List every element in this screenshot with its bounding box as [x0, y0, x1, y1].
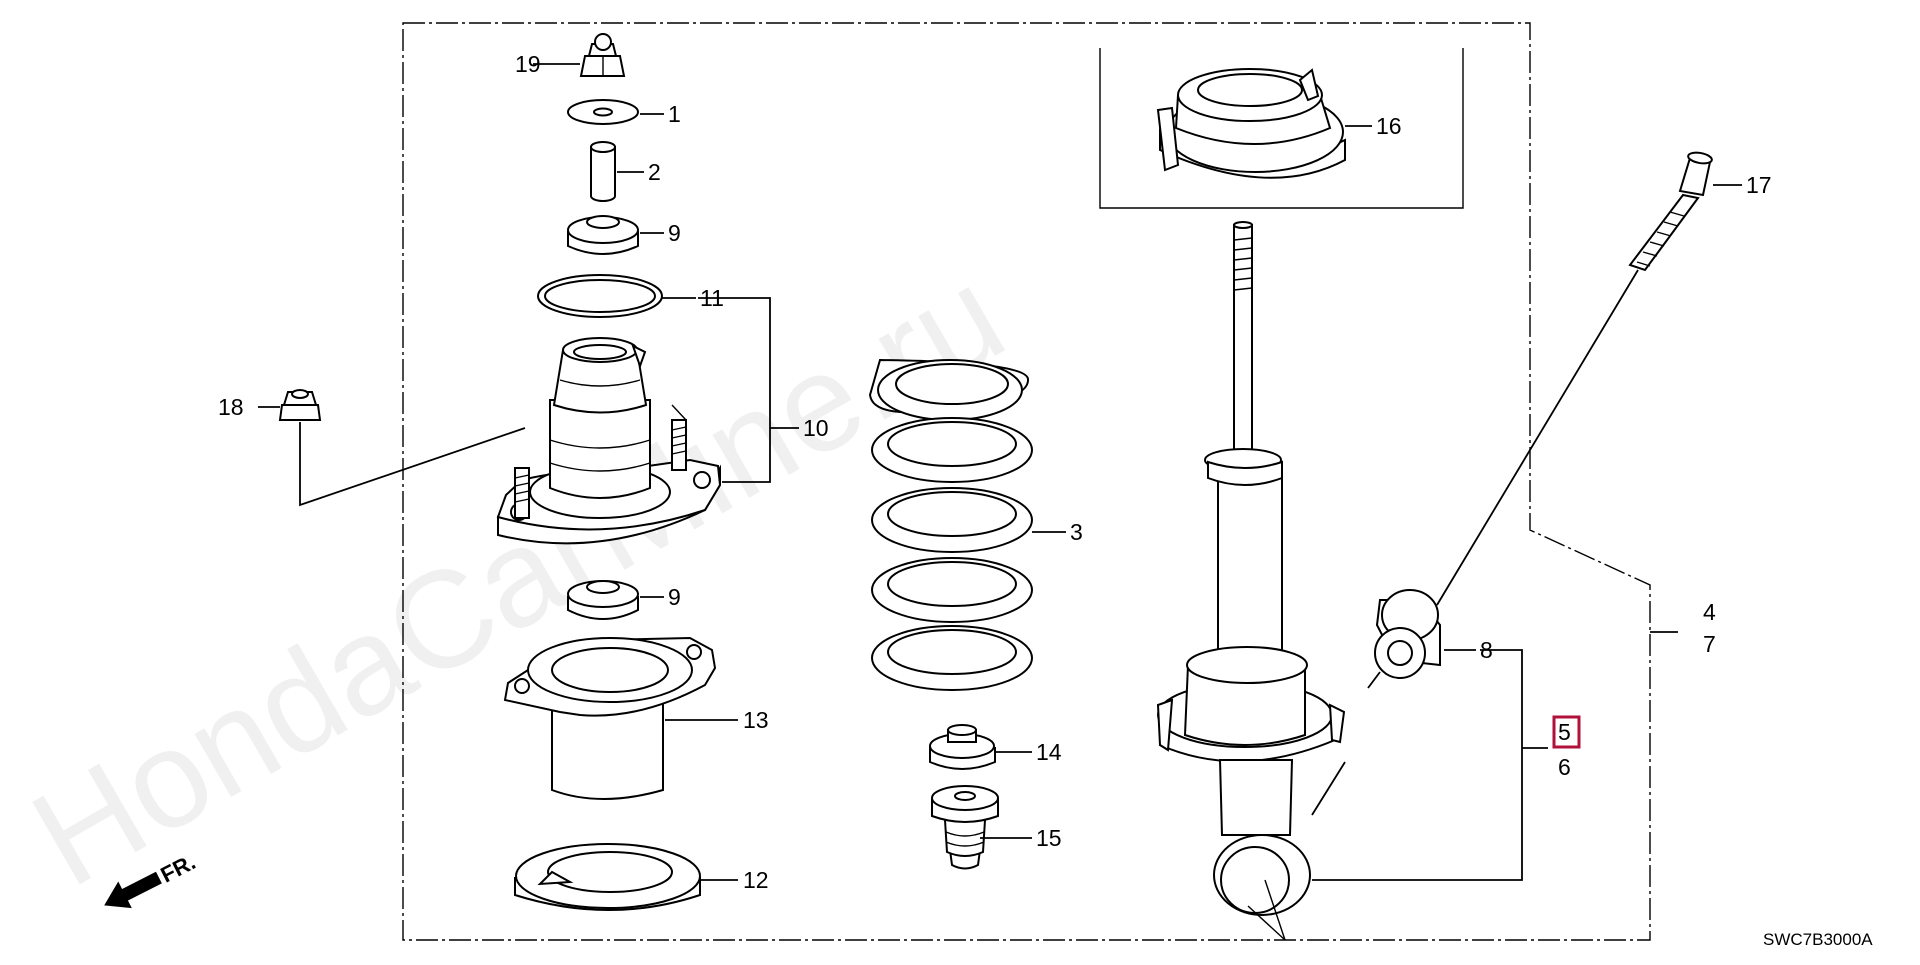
callout-13: 13: [743, 707, 769, 733]
callout-5: 5: [1558, 719, 1571, 745]
callout-4: 4: [1703, 599, 1716, 625]
mount-base-10: [496, 337, 722, 545]
assembly-frame: [402, 22, 1651, 941]
bolt-17: [1628, 151, 1713, 272]
dust-cover-16: [1156, 68, 1346, 179]
spring-seat-13: [503, 636, 717, 800]
callout-15: 15: [1036, 825, 1062, 851]
callout-1: 1: [668, 101, 681, 127]
callout-8: 8: [1480, 637, 1493, 663]
highlight-box: [1552, 715, 1581, 749]
bushing-8: [1374, 589, 1441, 679]
callout-14: 14: [1036, 739, 1062, 765]
callout-6: 6: [1558, 754, 1571, 780]
spring-seat-12: [514, 843, 701, 911]
washer-1: [567, 99, 639, 125]
callout-9-upper: 9: [668, 220, 681, 246]
strut-5: [1156, 221, 1346, 941]
o-ring-11: [537, 274, 663, 318]
callout-10: 10: [803, 415, 829, 441]
callout-7: 7: [1703, 631, 1716, 657]
leader-lines: [258, 63, 1742, 881]
watermark: HondaCarMine.ru: [8, 238, 1028, 916]
watermark-text: HondaCarMine.ru: [8, 238, 1028, 916]
collar-2: [590, 141, 616, 202]
bump-rubber-14: [929, 724, 996, 770]
nut-19: [579, 33, 626, 77]
callout-3: 3: [1070, 519, 1083, 545]
callout-18: 18: [218, 394, 244, 420]
callout-12: 12: [743, 867, 769, 893]
diagram-code: SWC7B3000A: [1763, 930, 1873, 949]
inset-box: [1099, 48, 1464, 209]
callout-17: 17: [1746, 172, 1772, 198]
bushing-9-lower: [567, 580, 639, 620]
callout-16: 16: [1376, 113, 1402, 139]
callout-9-lower: 9: [668, 584, 681, 610]
callout-11: 11: [700, 285, 724, 311]
callout-2: 2: [648, 159, 661, 185]
bump-stop-15: [931, 785, 999, 870]
callout-19: 19: [515, 51, 541, 77]
nut-18: [278, 389, 322, 421]
coil-spring-3: [868, 358, 1033, 691]
bushing-9-upper: [567, 215, 639, 255]
